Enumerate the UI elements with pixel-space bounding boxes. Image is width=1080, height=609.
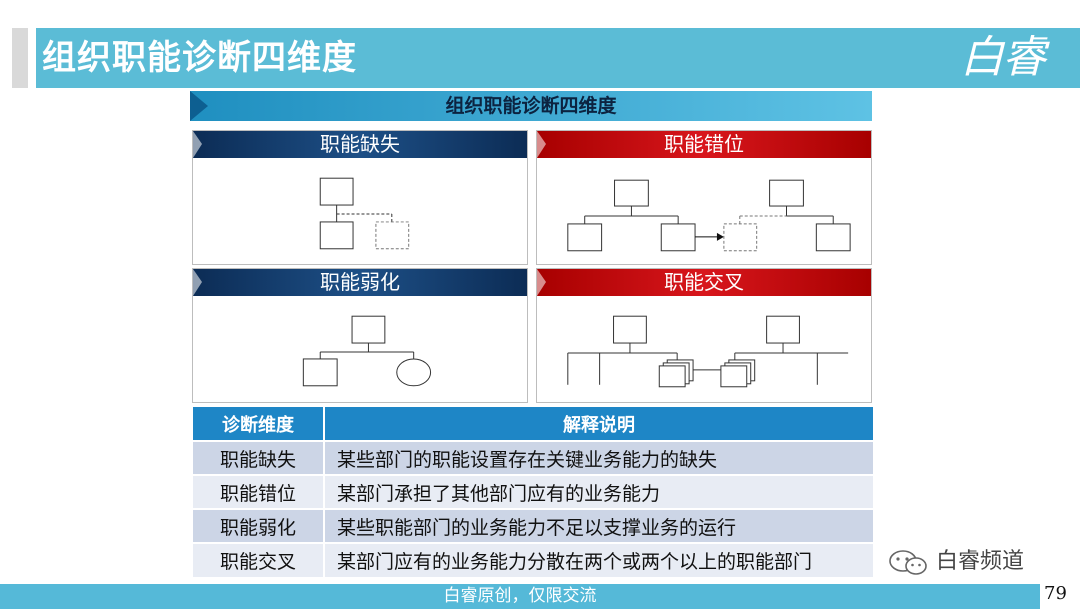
diagnosis-table: 诊断维度 解释说明 职能缺失 某些部门的职能设置存在关键业务能力的缺失 职能错位… [193, 407, 875, 577]
dimension-cell: 职能缺失 [193, 440, 325, 475]
brand-logo: 白睿 [960, 30, 1070, 86]
table-row: 职能错位 某部门承担了其他部门应有的业务能力 [193, 474, 875, 509]
description-cell: 某部门承担了其他部门应有的业务能力 [324, 474, 875, 509]
page-number: 79 [1044, 583, 1067, 604]
panel-header: 职能错位 [537, 131, 871, 158]
channel-name: 白睿频道 [936, 549, 1025, 574]
wechat-icon [889, 550, 927, 575]
slide-title: 组织职能诊断四维度 [42, 38, 357, 78]
panel-function-missing: 职能缺失 [192, 130, 528, 265]
footer-text: 白睿原创，仅限交流 [443, 586, 597, 606]
org-diagram [537, 158, 871, 264]
org-diagram [193, 296, 527, 402]
org-chart-weakened-function [302, 315, 432, 387]
subtitle-banner: 组织职能诊断四维度 [190, 91, 872, 121]
header-accent-bar [12, 28, 28, 88]
org-chart-misplaced-function [567, 179, 851, 252]
dimension-cell: 职能交叉 [193, 542, 325, 577]
dimension-cell: 职能弱化 [193, 508, 325, 543]
panel-function-weakened: 职能弱化 [192, 268, 528, 403]
table-row: 职能弱化 某些职能部门的业务能力不足以支撑业务的运行 [193, 508, 875, 543]
dimension-cell: 职能错位 [193, 474, 325, 509]
panel-header: 职能交叉 [537, 269, 871, 296]
table-row: 职能缺失 某些部门的职能设置存在关键业务能力的缺失 [193, 440, 875, 475]
subtitle-text: 组织职能诊断四维度 [445, 95, 617, 117]
org-diagram [193, 158, 527, 264]
table-header-row: 诊断维度 解释说明 [193, 407, 875, 441]
brand-logo-text: 白睿 [960, 32, 1046, 83]
panel-function-misplaced: 职能错位 [536, 130, 872, 265]
org-chart-overlapping-function [567, 315, 849, 388]
panel-function-overlap: 职能交叉 [536, 268, 872, 403]
wechat-watermark: 白睿频道 [888, 548, 1058, 576]
panel-header: 职能缺失 [193, 131, 527, 158]
footer-band [0, 584, 1040, 609]
column-header-description: 解释说明 [324, 407, 875, 441]
description-cell: 某些职能部门的业务能力不足以支撑业务的运行 [324, 508, 875, 543]
header-band [36, 28, 1080, 88]
org-chart-missing-function [319, 177, 410, 250]
column-header-dimension: 诊断维度 [193, 407, 325, 441]
description-cell: 某部门应有的业务能力分散在两个或两个以上的职能部门 [324, 542, 875, 577]
org-diagram [537, 296, 871, 402]
panel-header: 职能弱化 [193, 269, 527, 296]
table-row: 职能交叉 某部门应有的业务能力分散在两个或两个以上的职能部门 [193, 542, 875, 577]
description-cell: 某些部门的职能设置存在关键业务能力的缺失 [324, 440, 875, 475]
